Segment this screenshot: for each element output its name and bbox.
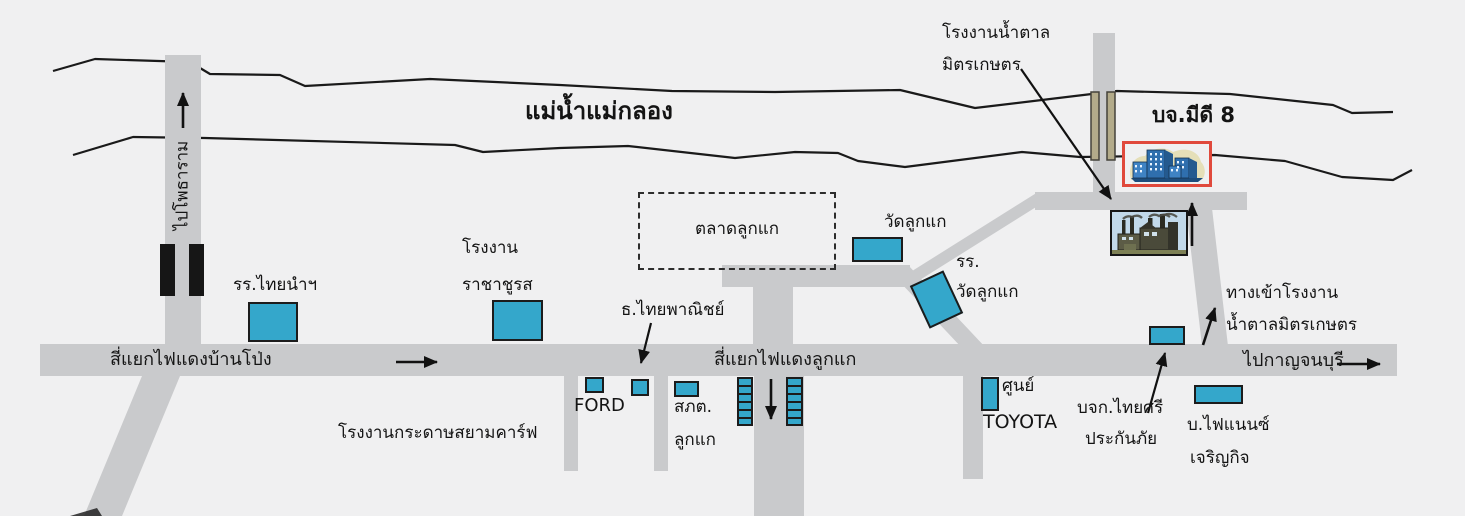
factory-entrance-label-line1: ทางเข้าโรงงาน xyxy=(1226,283,1339,303)
factory-illustration xyxy=(1112,212,1186,254)
market-road xyxy=(722,265,910,287)
market-block-outline xyxy=(638,192,836,270)
to-photharam-label: ไปโพธาราม xyxy=(172,140,193,231)
police-label-line1: สภต. xyxy=(674,397,713,417)
shophouse-row-left xyxy=(737,377,753,426)
toyota-street xyxy=(963,376,983,479)
toyota-building xyxy=(981,377,999,411)
toyota-label-line1: ศูนย์ xyxy=(1002,376,1035,396)
thaisri-pointer-arrow xyxy=(1146,352,1168,414)
shophouse-row-right xyxy=(786,377,803,426)
temple-school-label-line2: วัดลูกแก xyxy=(956,282,1019,302)
racha-factory-label-line1: โรงงาน xyxy=(462,238,519,258)
temple-school-label-line1: รร. xyxy=(956,252,980,272)
main-road xyxy=(40,344,1397,376)
lukkae-intersection-label: สี่แยกไฟแดงลูกแก xyxy=(714,349,857,370)
scb-bank-building xyxy=(631,379,649,396)
factory-entrance-road xyxy=(1186,208,1228,346)
meedee-highlight-box xyxy=(1122,141,1212,187)
to-kanchanaburi-label: ไปกาญจนบุรี xyxy=(1243,350,1344,371)
thaisri-label-line2: ประกันภัย xyxy=(1085,429,1158,449)
thainam-school-label: รร.ไทยนำฯ xyxy=(233,275,318,295)
bridge-bar-left xyxy=(1090,91,1100,161)
racha-factory-label-line2: ราชาชูรส xyxy=(462,275,533,295)
meedee-building-illustration xyxy=(1129,148,1205,182)
racha-factory-building xyxy=(492,300,543,341)
scb-bank-label: ธ.ไทยพาณิชย์ xyxy=(621,300,725,320)
sugar-factory-picture xyxy=(1110,210,1188,256)
river-label: แม่น้ำแม่กลอง xyxy=(525,97,673,125)
temple-building xyxy=(852,237,903,262)
police-label-line2: ลูกแก xyxy=(674,430,716,450)
river-upper-bank xyxy=(52,57,1394,115)
crossing-bar-left xyxy=(160,244,175,296)
thaisri-building xyxy=(1149,326,1185,345)
ford-label: FORD xyxy=(574,395,625,416)
river-lower-bank xyxy=(72,135,1413,182)
sugar-factory-label-line1: โรงงานน้ำตาล xyxy=(942,23,1051,43)
side-street-1 xyxy=(564,376,578,471)
scan-artifact xyxy=(70,508,102,516)
sugar-factory-pointer-arrow xyxy=(1020,68,1112,200)
market-label: ตลาดลูกแก xyxy=(694,219,779,239)
toyota-label-line2: TOYOTA xyxy=(983,411,1058,433)
police-station-building xyxy=(674,381,699,397)
banpong-diagonal-road xyxy=(84,376,180,516)
meedee-label: บจ.มีดี 8 xyxy=(1152,103,1236,127)
entrance-direction-arrow xyxy=(1201,307,1217,346)
crossing-bar-right xyxy=(189,244,204,296)
riverside-road xyxy=(1035,192,1247,210)
finance-label-line2: เจริญกิจ xyxy=(1190,448,1250,468)
banpong-intersection-label: สี่แยกไฟแดงบ้านโป่ง xyxy=(110,349,272,370)
temple-label: วัดลูกแก xyxy=(884,212,947,232)
factory-entrance-label-line2: น้ำตาลมิตรเกษตร xyxy=(1226,315,1358,335)
bridge-bar-right xyxy=(1106,91,1116,161)
sugar-factory-label-line2: มิตรเกษตร xyxy=(942,55,1021,75)
finance-building xyxy=(1194,385,1243,404)
thainam-school-building xyxy=(248,302,298,342)
paper-factory-label: โรงงานกระดาษสยามคาร์ฟ xyxy=(338,423,538,443)
side-street-2 xyxy=(654,376,668,471)
finance-label-line1: บ.ไฟแนนซ์ xyxy=(1187,415,1270,435)
thaisri-label-line1: บจก.ไทยศรี xyxy=(1077,398,1164,418)
scb-pointer-arrow xyxy=(638,322,653,364)
temple-road-north xyxy=(893,192,1060,283)
ford-building xyxy=(585,377,604,393)
